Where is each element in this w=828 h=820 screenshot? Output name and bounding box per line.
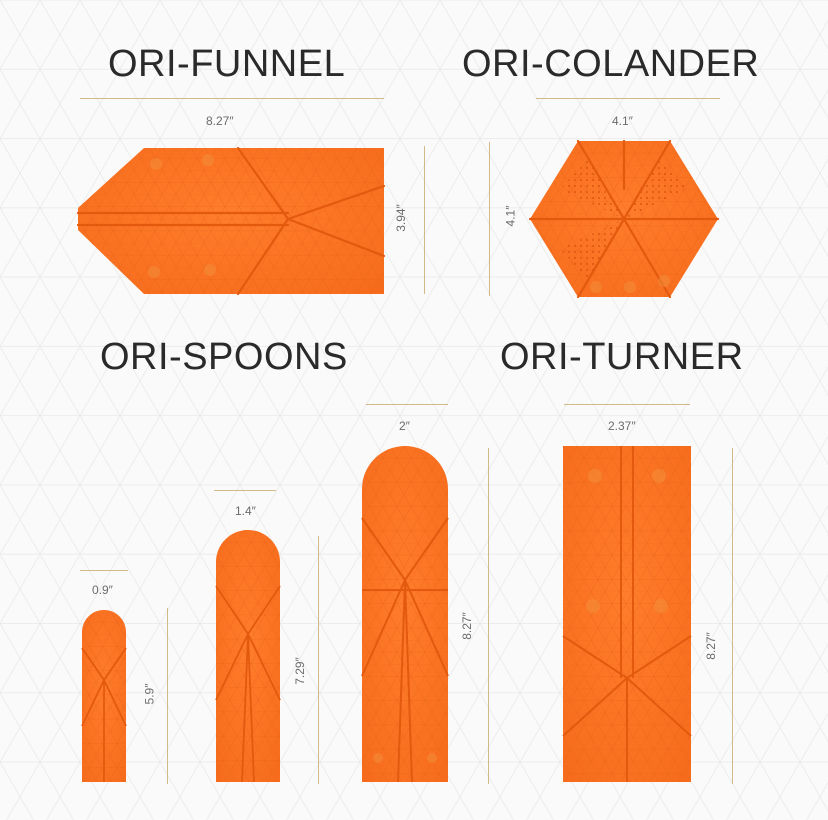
colander-height-guide <box>489 142 490 296</box>
funnel-piece <box>76 146 386 296</box>
spoon-small-piece <box>81 610 127 782</box>
spoon-small-height-guide <box>167 608 168 784</box>
spoon-medium-height-guide <box>318 536 319 784</box>
funnel-height-label: 3.94″ <box>393 204 408 232</box>
funnel-width-label: 8.27″ <box>206 114 234 128</box>
spoons-title: ORI-SPOONS <box>100 336 348 378</box>
spoon-large-width-label: 2″ <box>399 419 410 433</box>
colander-height-label: 4.1″ <box>503 205 518 227</box>
spoon-small-width-label: 0.9″ <box>92 583 113 597</box>
spoon-small-height-label: 5.9″ <box>142 683 157 705</box>
turner-height-guide <box>732 448 733 784</box>
spoon-large-height-guide <box>488 448 489 784</box>
spoon-large-width-guide <box>366 404 448 405</box>
turner-piece <box>562 446 692 782</box>
spoon-small-width-guide <box>80 570 128 571</box>
turner-width-guide <box>564 404 690 405</box>
colander-title: ORI-COLANDER <box>462 43 760 85</box>
turner-width-label: 2.37″ <box>608 419 636 433</box>
colander-width-label: 4.1″ <box>612 114 633 128</box>
colander-piece <box>528 139 720 299</box>
turner-title: ORI-TURNER <box>500 336 744 378</box>
spoon-medium-width-label: 1.4″ <box>235 504 256 518</box>
spoon-medium-height-label: 7.29″ <box>292 657 307 685</box>
spoon-large-piece <box>361 446 449 783</box>
spoon-medium-piece <box>215 530 281 783</box>
turner-height-label: 8.27″ <box>703 632 718 660</box>
funnel-title: ORI-FUNNEL <box>108 43 346 85</box>
spoon-large-height-label: 8.27″ <box>459 612 474 640</box>
colander-width-guide <box>536 98 720 99</box>
funnel-height-guide <box>424 146 425 294</box>
funnel-width-guide <box>80 98 384 99</box>
spoon-medium-width-guide <box>214 490 276 491</box>
